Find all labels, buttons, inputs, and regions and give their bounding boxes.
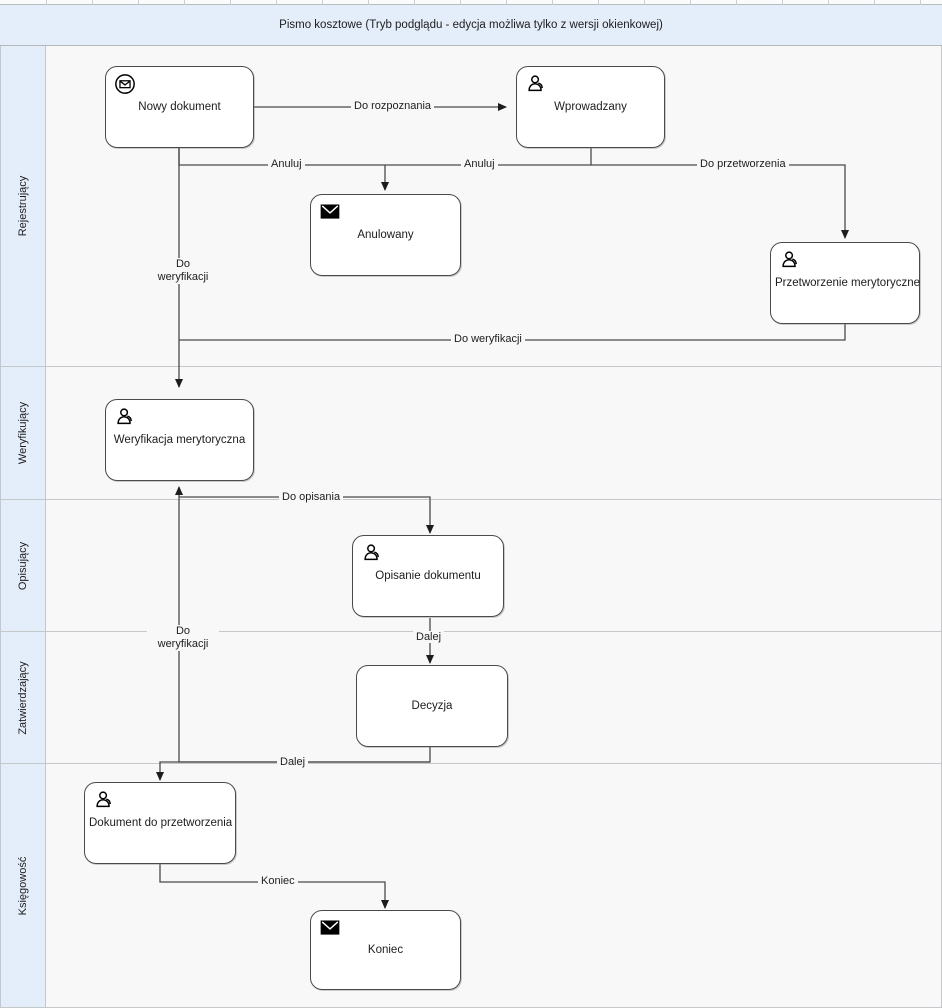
user-task-icon [779, 249, 801, 271]
node-wprowadzany[interactable]: Wprowadzany [516, 66, 665, 148]
edge-label-line1: Do [175, 258, 191, 270]
user-task-icon [93, 789, 115, 811]
lane-label-weryfikujacy: Weryfikujący [16, 401, 29, 465]
node-opisanie-dokumentu[interactable]: Opisanie dokumentu [352, 535, 504, 617]
edge-label-anuluj-left: Anuluj [268, 158, 305, 170]
node-label: Decyzja [411, 700, 453, 712]
node-anulowany[interactable]: Anulowany [310, 194, 461, 276]
node-nowy-dokument[interactable]: Nowy dokument [105, 66, 254, 148]
lane-label-opisujacy: Opisujący [16, 541, 29, 590]
edge-label-koniec: Koniec [258, 875, 298, 887]
node-decyzja[interactable]: Decyzja [356, 665, 508, 747]
node-label: Anulowany [357, 229, 414, 241]
edge-label-line2: weryfikacji [157, 271, 209, 283]
edge-label-do-rozpoznania: Do rozpoznania [351, 100, 435, 112]
envelope-circle-icon [114, 73, 136, 95]
user-task-icon [114, 406, 136, 428]
edge-label-line1: Do [175, 625, 191, 637]
edge-label-do-weryfikacji-return: Do weryfikacji [147, 625, 219, 651]
envelope-filled-icon [319, 201, 341, 223]
edge-label-line2: weryfikacji [157, 638, 209, 650]
edge-label-do-przetworzenia: Do przetworzenia [697, 158, 789, 170]
edge-label-dalej-decyzja: Dalej [413, 631, 445, 643]
lane-header-rejestrujacy[interactable]: Rejestrujący [0, 46, 46, 366]
node-koniec[interactable]: Koniec [310, 910, 461, 990]
edge-label-do-weryfikacji-horizontal: Do weryfikacji [451, 333, 525, 345]
lane-header-weryfikujacy[interactable]: Weryfikujący [0, 367, 46, 499]
node-label: Weryfikacja merytoryczna [113, 434, 246, 446]
diagram-title-bar: Pismo kosztowe (Tryb podglądu - edycja m… [0, 5, 942, 46]
lane-label-rejestrujacy: Rejestrujący [16, 175, 29, 237]
edge-label-dalej-ksiegowosc: Dalej [277, 756, 309, 768]
node-weryfikacja-merytoryczna[interactable]: Weryfikacja merytoryczna [105, 399, 254, 481]
user-task-icon [525, 73, 547, 95]
lane-label-zatwierdzajacy: Zatwierdzający [16, 660, 29, 735]
node-label: Przetworzenie merytoryczne [775, 277, 921, 289]
node-label: Koniec [367, 944, 404, 956]
user-task-icon [361, 542, 383, 564]
edge-label-anuluj-right: Anuluj [461, 158, 498, 170]
node-label: Opisanie dokumentu [375, 570, 481, 582]
lane-header-zatwierdzajacy[interactable]: Zatwierdzający [0, 632, 46, 763]
node-label: Nowy dokument [138, 101, 221, 113]
edge-label-do-opisania: Do opisania [279, 491, 344, 503]
top-ruler [0, 0, 942, 5]
lane-label-ksiegowosc: Księgowość [16, 856, 29, 916]
node-label: Wprowadzany [554, 101, 627, 113]
lane-header-ksiegowosc[interactable]: Księgowość [0, 764, 46, 1008]
page-title: Pismo kosztowe (Tryb podglądu - edycja m… [279, 19, 663, 31]
node-przetworzenie-merytoryczne[interactable]: Przetworzenie merytoryczne [770, 242, 920, 324]
lane-header-opisujacy[interactable]: Opisujący [0, 500, 46, 631]
node-label: Dokument do przetworzenia [89, 817, 233, 829]
envelope-filled-icon [319, 917, 341, 939]
node-dokument-do-przetworzenia[interactable]: Dokument do przetworzenia [84, 782, 236, 864]
edge-label-do-weryfikacji-vertical: Do weryfikacji [147, 258, 219, 284]
